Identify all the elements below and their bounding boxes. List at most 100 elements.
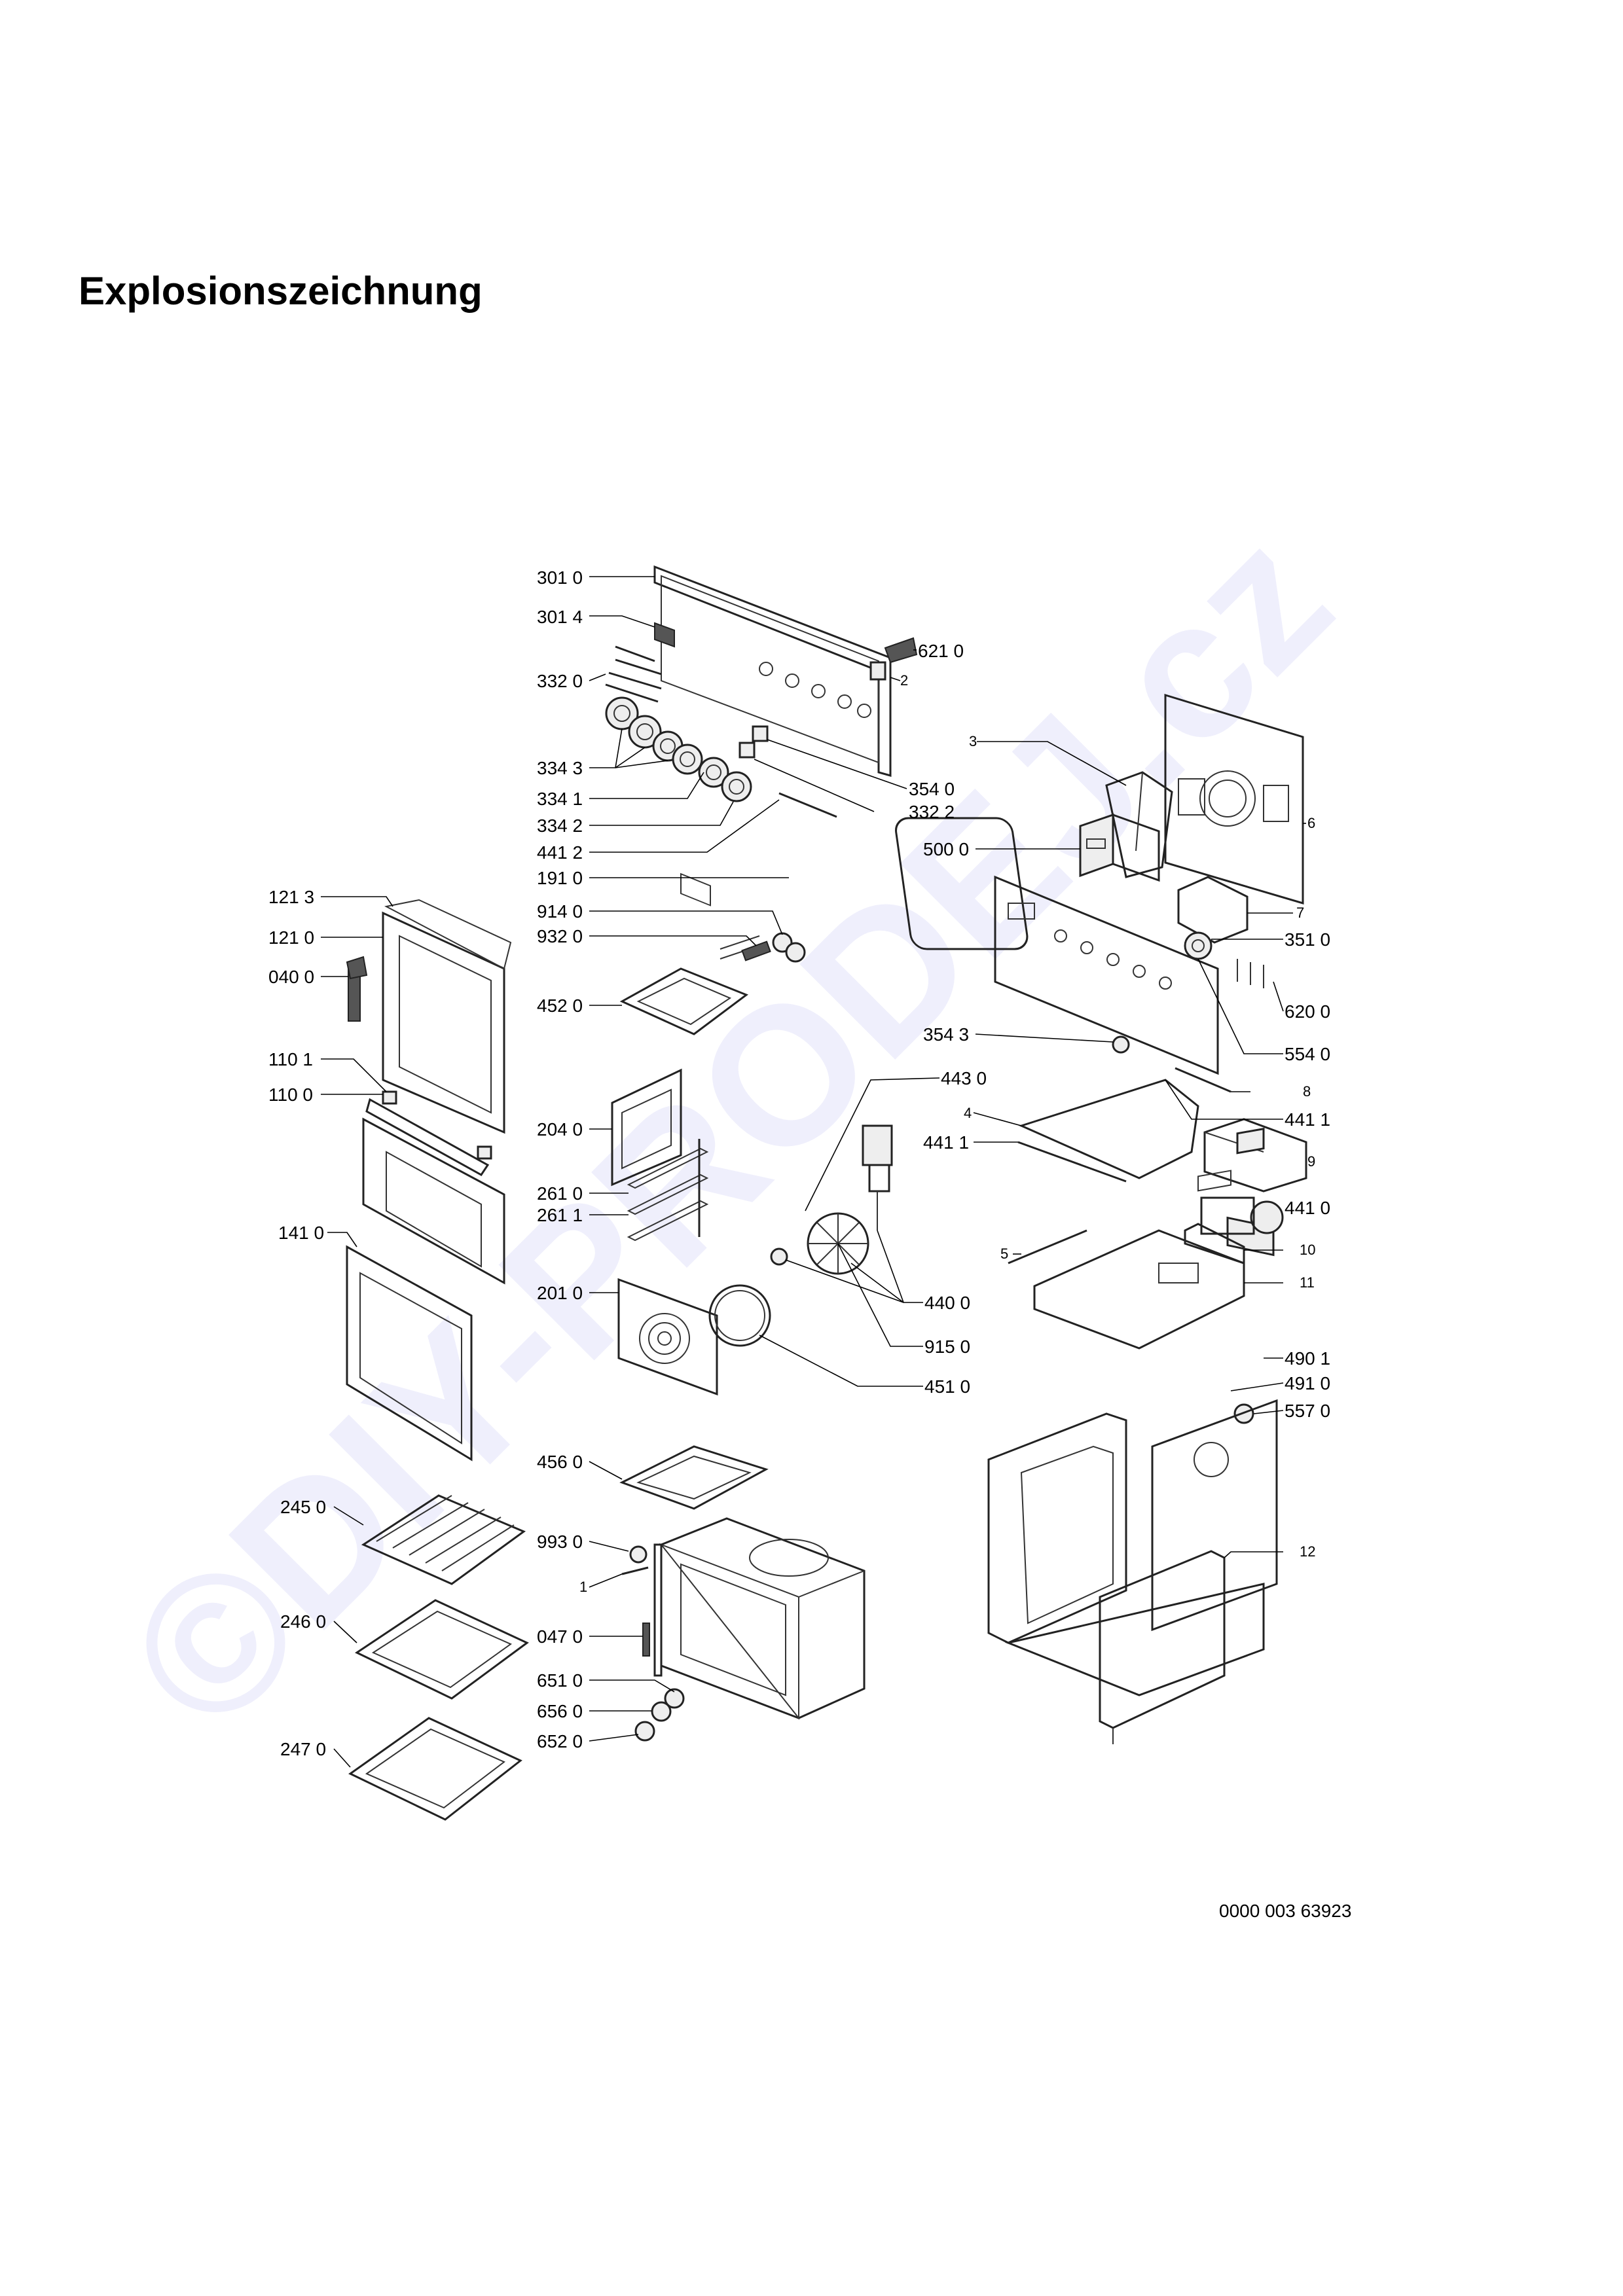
label-332-2: 332 2 — [909, 802, 955, 822]
label-620-0: 620 0 — [1285, 1001, 1330, 1022]
door-glass-part — [346, 1117, 505, 1462]
label-334-1: 334 1 — [537, 789, 583, 809]
fan-nut-part — [770, 1247, 788, 1266]
label-121-0: 121 0 — [268, 927, 314, 948]
label-047-0: 047 0 — [537, 1626, 583, 1647]
label-456-0: 456 0 — [537, 1452, 583, 1472]
label-9: 9 — [1307, 1153, 1315, 1170]
label-191-0: 191 0 — [537, 868, 583, 888]
label-441-2: 441 2 — [537, 842, 583, 863]
knobs-part — [605, 696, 752, 802]
door-handle-part — [365, 1090, 492, 1176]
deep-tray-part — [348, 1717, 522, 1821]
label-245-0: 245 0 — [280, 1497, 326, 1517]
bracket-7-part — [1177, 876, 1249, 944]
label-554-0: 554 0 — [1285, 1044, 1330, 1064]
rod-441-1-part — [1017, 1141, 1127, 1183]
oven-cavity-part — [653, 1517, 866, 1720]
callout-labels: 301 0 301 4 332 0 621 0 2 334 3 334 1 33… — [268, 567, 1330, 1759]
label-121-3: 121 3 — [268, 887, 314, 907]
label-500-0: 500 0 — [923, 839, 969, 859]
cavity-small-parts — [621, 1545, 685, 1742]
label-334-3: 334 3 — [537, 758, 583, 778]
label-621-0: 621 0 — [918, 641, 964, 661]
convection-motor-part — [862, 1124, 893, 1230]
label-3: 3 — [969, 733, 977, 749]
side-rack-part — [611, 1068, 682, 1187]
baking-tray-part — [354, 1599, 529, 1700]
telescopic-rails-part — [627, 1139, 709, 1242]
label-440-0: 440 0 — [924, 1293, 970, 1313]
label-110-0: 110 0 — [268, 1085, 313, 1105]
cooling-fan-part — [1200, 1196, 1284, 1235]
label-204-0: 204 0 — [537, 1119, 583, 1139]
top-heater-part — [619, 935, 760, 1035]
label-11: 11 — [1300, 1274, 1315, 1291]
label-247-0: 247 0 — [280, 1739, 326, 1759]
label-652-0: 652 0 — [537, 1731, 583, 1751]
timer-part — [1079, 813, 1160, 882]
label-1: 1 — [579, 1579, 587, 1595]
drawing-number: 0000 003 63923 — [1219, 1901, 1352, 1921]
display-plate-part — [654, 622, 675, 648]
selector-switch-part — [1184, 931, 1213, 960]
label-557-0: 557 0 — [1285, 1401, 1330, 1421]
label-4: 4 — [964, 1105, 972, 1121]
label-10: 10 — [1300, 1242, 1315, 1258]
label-2: 2 — [900, 672, 908, 689]
label-201-0: 201 0 — [537, 1283, 583, 1303]
label-12: 12 — [1300, 1543, 1315, 1560]
label-040-0: 040 0 — [268, 967, 314, 987]
rear-cover-part — [617, 1278, 718, 1396]
label-6: 6 — [1307, 815, 1315, 831]
label-491-0: 491 0 — [1285, 1373, 1330, 1393]
control-panel-part — [653, 565, 892, 906]
label-993-0: 993 0 — [537, 1532, 583, 1552]
lamp-pieces-part — [739, 725, 769, 759]
label-441-1-right: 441 1 — [1285, 1109, 1330, 1130]
label-110-1: 110 1 — [268, 1049, 313, 1069]
label-261-1: 261 1 — [537, 1205, 583, 1225]
label-8: 8 — [1303, 1083, 1311, 1100]
door-gasket-part — [895, 817, 1029, 950]
lamp-354-3-part — [1112, 1035, 1130, 1054]
label-332-0: 332 0 — [537, 671, 583, 691]
door-frame-part — [382, 899, 512, 1134]
label-334-2: 334 2 — [537, 816, 583, 836]
hinge-part — [346, 956, 368, 1022]
label-7: 7 — [1296, 905, 1304, 921]
label-441-0: 441 0 — [1285, 1198, 1330, 1218]
label-246-0: 246 0 — [280, 1611, 326, 1632]
label-301-4: 301 4 — [537, 607, 583, 627]
label-443-0: 443 0 — [941, 1068, 987, 1088]
page-title: Explosionszeichnung — [79, 269, 483, 313]
label-5: 5 — [1000, 1246, 1008, 1262]
ring-heater-part — [708, 1284, 771, 1347]
label-141-0: 141 0 — [278, 1223, 324, 1243]
leader-lines — [321, 576, 1306, 1768]
label-451-0: 451 0 — [924, 1376, 970, 1397]
label-651-0: 651 0 — [537, 1670, 583, 1691]
back-panel-part — [1164, 693, 1304, 905]
rod-441-2-part — [778, 792, 837, 818]
outer-housing-part — [987, 1399, 1278, 1744]
label-354-0: 354 0 — [909, 779, 955, 799]
label-932-0: 932 0 — [537, 926, 583, 946]
front-frame-part — [994, 875, 1219, 1075]
bottom-heater-part — [619, 1445, 769, 1510]
switch-pins-part — [605, 645, 662, 703]
label-351-0: 351 0 — [1285, 929, 1330, 950]
rod-8-part — [1175, 1067, 1231, 1093]
label-301-0: 301 0 — [537, 567, 583, 588]
label-354-3: 354 3 — [923, 1024, 969, 1045]
label-656-0: 656 0 — [537, 1701, 583, 1721]
rail-5-part — [1008, 1229, 1087, 1265]
label-452-0: 452 0 — [537, 996, 583, 1016]
heater-nuts-part — [741, 932, 806, 963]
label-914-0: 914 0 — [537, 901, 583, 922]
grid-shelf-part — [361, 1494, 526, 1585]
label-441-1-left: 441 1 — [923, 1132, 969, 1153]
top-plate-part — [1018, 1079, 1199, 1179]
label-915-0: 915 0 — [924, 1336, 970, 1357]
